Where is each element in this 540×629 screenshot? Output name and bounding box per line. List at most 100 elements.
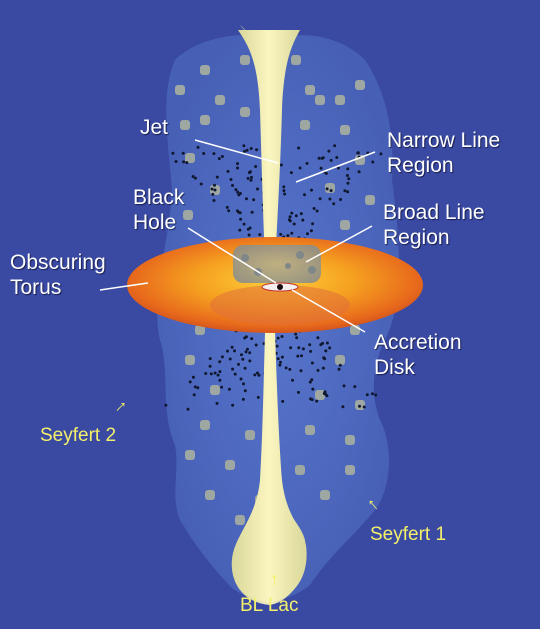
cone-dot (213, 188, 217, 192)
cone-dot (217, 157, 221, 161)
cone-dot (209, 372, 213, 376)
cone-dot (249, 147, 253, 150)
cone-dot (346, 181, 350, 185)
nlr-cloud (200, 420, 210, 430)
cone-dot (297, 146, 301, 150)
cone-dot (254, 165, 258, 168)
label-broad-line-line1: Broad Line (383, 201, 485, 224)
accretion-disk-leader (291, 289, 366, 333)
cone-dot (333, 144, 337, 148)
cone-dot (216, 373, 220, 377)
nlr-cloud (335, 95, 345, 105)
label-seyfert2: Seyfert 2 (40, 425, 117, 446)
cone-dot (298, 166, 302, 170)
nlr-cloud (215, 95, 225, 105)
cone-dot (215, 401, 219, 405)
cone-dot (239, 217, 243, 221)
cone-dot (306, 232, 309, 236)
cone-dot (325, 187, 329, 191)
cone-dot (284, 366, 288, 370)
cone-dot (294, 214, 298, 218)
cone-dot (327, 149, 331, 153)
nlr-cloud (210, 385, 220, 395)
cone-dot (308, 343, 312, 347)
cone-dot (256, 187, 259, 191)
torus-inner-shadow (210, 285, 350, 325)
nlr-cloud (240, 107, 250, 117)
cone-dot (339, 198, 343, 201)
cone-dot (287, 218, 291, 222)
cone-dot (255, 148, 259, 152)
cone-dot (311, 387, 315, 391)
nlr-cloud (345, 435, 355, 445)
cone-dot (218, 378, 222, 382)
cone-dot (338, 363, 342, 367)
cone-dot (357, 170, 361, 174)
cone-dot (236, 190, 240, 194)
cone-dot (292, 222, 296, 226)
cone-dot (310, 361, 314, 365)
cone-dot (282, 189, 286, 193)
cone-dot (202, 152, 206, 155)
cone-dot (301, 218, 305, 222)
cone-dot (182, 160, 186, 164)
cone-dot (337, 367, 341, 371)
cone-dot (288, 215, 292, 219)
label-bl-lac: BL Lac (240, 595, 299, 616)
cone-dot (294, 332, 298, 336)
cone-dot (301, 347, 305, 351)
cone-dot (208, 357, 212, 361)
cone-dot (254, 343, 258, 347)
cone-dot (335, 156, 339, 159)
label-broad-line-region: Broad Line Region (383, 200, 485, 250)
cone-dot (279, 360, 282, 364)
cone-dot (245, 347, 249, 351)
cone-dot (242, 144, 246, 148)
cone-dot (181, 151, 185, 155)
nlr-cloud (340, 125, 350, 135)
cone-dot (243, 389, 247, 393)
cone-dot (238, 192, 242, 195)
nlr-cloud (240, 55, 250, 65)
black-hole-leader (187, 227, 277, 284)
cone-dot (215, 175, 219, 179)
label-accretion-line1: Accretion (374, 331, 462, 354)
cone-dot (303, 193, 306, 197)
cone-dot (257, 373, 261, 377)
cone-dot (188, 380, 192, 384)
cone-dot (276, 336, 280, 340)
nlr-cloud (355, 80, 365, 90)
cone-dot (325, 341, 329, 345)
cone-dot (280, 355, 284, 359)
black-hole (277, 284, 283, 290)
cone-dot (242, 382, 245, 386)
cone-dot (191, 175, 195, 178)
cone-dot (295, 336, 299, 340)
cone-dot (231, 367, 235, 371)
cone-dot (346, 190, 350, 194)
cone-dot (171, 151, 175, 155)
cone-dot (315, 209, 319, 213)
cone-dot (231, 184, 234, 187)
nlr-cloud (225, 460, 235, 470)
cone-dot (231, 403, 235, 407)
cone-dot (218, 360, 222, 364)
cone-dot (342, 384, 346, 388)
cone-dot (299, 212, 303, 216)
cone-dot (316, 368, 320, 372)
label-accretion-disk: Accretion Disk (374, 330, 462, 380)
cone-dot (297, 346, 301, 350)
cone-dot (237, 362, 240, 366)
cone-dot (336, 166, 340, 170)
cone-dot (256, 395, 260, 399)
cone-dot (282, 185, 286, 189)
cone-dot (328, 197, 332, 201)
cone-dot (212, 152, 216, 156)
cone-dot (196, 145, 200, 149)
nlr-cloud (185, 153, 195, 163)
cone-dot (250, 210, 254, 214)
cone-dot (276, 357, 280, 361)
cone-dot (379, 152, 383, 156)
cone-dot (191, 375, 195, 379)
cone-dot (299, 369, 303, 373)
